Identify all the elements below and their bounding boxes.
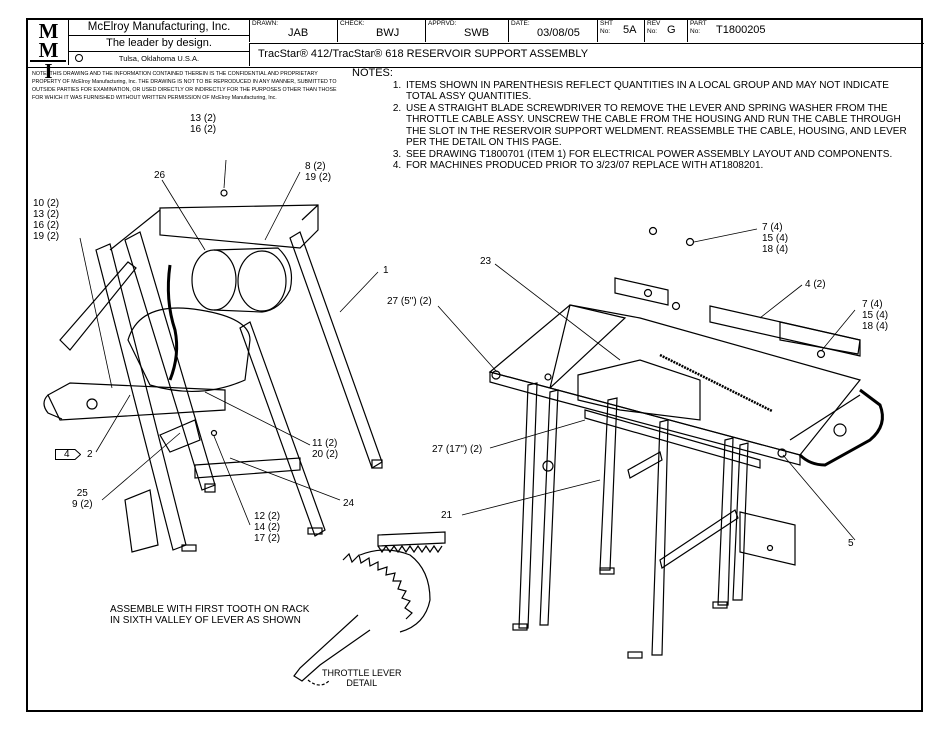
note-item: SEE DRAWING T1800701 (ITEM 1) FOR ELECTR…: [404, 149, 910, 161]
callout-11-20: 11 (2) 20 (2): [312, 438, 339, 460]
notes-heading: NOTES:: [352, 67, 393, 79]
sheet-value: 5A: [623, 24, 637, 36]
apprvd-value: SWB: [464, 27, 490, 39]
company-location: Tulsa, Oklahoma U.S.A.: [69, 52, 249, 66]
notes-list: ITEMS SHOWN IN PARENTHESIS REFLECT QUANT…: [350, 80, 910, 172]
check-value: BWJ: [376, 27, 400, 39]
check-cell: CHECK: BWJ: [337, 20, 425, 42]
callout-5: 5: [848, 538, 854, 549]
rev-cell: REV No: G: [644, 20, 687, 42]
company-block: McElroy Manufacturing, Inc. The leader b…: [68, 20, 249, 65]
callout-2: 2: [87, 449, 93, 460]
sheet-label: SHT No:: [600, 20, 613, 35]
throttle-lever-detail-label: THROTTLE LEVER DETAIL: [322, 668, 402, 688]
callout-12-14-17: 12 (2) 14 (2) 17 (2): [254, 511, 281, 544]
drawn-label: DRAWN:: [252, 20, 279, 27]
right-assembly-view: [488, 226, 884, 659]
confidentiality-note: NOTE: THIS DRAWING AND THE INFORMATION C…: [32, 71, 337, 101]
callout-7-15-18-top: 7 (4) 15 (4) 18 (4): [762, 222, 789, 255]
callout-8-19: 8 (2) 19 (2): [305, 161, 332, 183]
date-label: DATE:: [511, 20, 530, 27]
leader-lines: [79, 159, 856, 541]
callout-4-2: 4 (2): [805, 279, 826, 290]
drawn-value: JAB: [288, 27, 309, 39]
check-label: CHECK:: [340, 20, 365, 27]
date-value: 03/08/05: [537, 27, 580, 39]
part-cell: PART No: T1800205: [687, 20, 924, 42]
sheet-cell: SHT No: 5A: [597, 20, 644, 42]
drawn-cell: DRAWN: JAB: [249, 20, 337, 42]
company-slogan: The leader by design.: [69, 36, 249, 52]
drawing-title: TracStar® 412/TracStar® 618 RESERVOIR SU…: [258, 48, 589, 60]
callout-26: 26: [154, 170, 166, 181]
callout-27-17in: 27 (17") (2): [432, 444, 483, 455]
apprvd-label: APPRVD:: [428, 20, 457, 27]
throttle-lever-detail: [293, 531, 446, 686]
callout-27-5in: 27 (5") (2): [387, 296, 432, 307]
rev-label: REV No:: [647, 20, 661, 35]
note-item: FOR MACHINES PRODUCED PRIOR TO 3/23/07 R…: [404, 160, 910, 172]
date-cell: DATE: 03/08/05: [508, 20, 597, 42]
callout-21: 21: [441, 510, 453, 521]
callout-tag-4: 4: [64, 449, 70, 460]
callout-25-9: 25 9 (2): [72, 488, 93, 510]
registered-mark-icon: [75, 54, 83, 62]
part-value: T1800205: [716, 24, 766, 36]
callout-10-13-16-19: 10 (2) 13 (2) 16 (2) 19 (2): [33, 198, 60, 242]
part-label: PART No:: [690, 20, 707, 35]
note-item: USE A STRAIGHT BLADE SCREWDRIVER TO REMO…: [404, 103, 910, 149]
note-item: ITEMS SHOWN IN PARENTHESIS REFLECT QUANT…: [404, 80, 910, 103]
notes-block: NOTES: ITEMS SHOWN IN PARENTHESIS REFLEC…: [350, 67, 910, 172]
left-assembly-view: [43, 189, 383, 553]
callout-24: 24: [343, 498, 355, 509]
callout-7-15-18-right: 7 (4) 15 (4) 18 (4): [862, 299, 889, 332]
callout-23: 23: [480, 256, 492, 267]
company-name: McElroy Manufacturing, Inc.: [69, 20, 249, 36]
callout-1: 1: [383, 265, 389, 276]
drawing-title-bar: TracStar® 412/TracStar® 618 RESERVOIR SU…: [249, 43, 924, 66]
callout-13-16-top: 13 (2) 16 (2): [190, 113, 217, 135]
rev-value: G: [667, 24, 676, 36]
assemble-note: ASSEMBLE WITH FIRST TOOTH ON RACK IN SIX…: [110, 604, 310, 626]
apprvd-cell: APPRVD: SWB: [425, 20, 508, 42]
item-4-tag-icon: [55, 449, 81, 460]
